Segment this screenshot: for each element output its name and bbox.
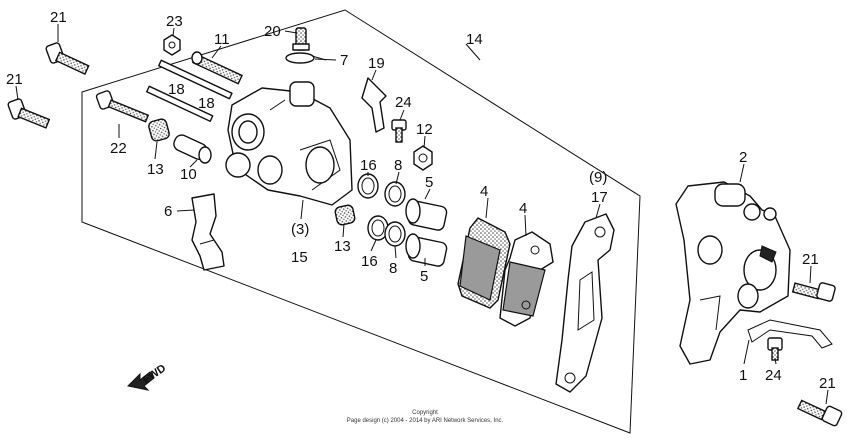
callout-4: 4 [480, 183, 488, 200]
callout-21: 21 [802, 251, 819, 268]
callout-13: 13 [334, 238, 351, 255]
callout-24: 24 [765, 367, 782, 384]
seal-8-lower [384, 221, 406, 247]
bleeder-cap-7 [285, 52, 327, 64]
seal-16-upper [357, 173, 379, 199]
callout-labels: 21 21 23 11 20 7 14 19 18 18 22 13 10 24… [6, 9, 836, 392]
callout-23: 23 [166, 13, 183, 30]
callout-21: 21 [50, 9, 67, 26]
brake-pad-4-inner [499, 231, 554, 327]
bolt-22 [95, 90, 150, 123]
callout-22: 22 [110, 140, 127, 157]
callout-16: 16 [361, 253, 378, 270]
copyright-line-1: Copyright [412, 410, 438, 416]
caliper-assembly-2 [675, 181, 791, 365]
fwd-label: FWD [141, 362, 168, 386]
bolt-24-lower [767, 337, 783, 361]
spring-clip-1 [747, 319, 833, 349]
piston-5-lower [405, 233, 448, 267]
piston-5-upper [405, 198, 448, 231]
bolt-21-bottom-right [796, 399, 843, 427]
pin-18-upper [158, 59, 233, 100]
pin-11 [191, 51, 243, 85]
callout-5: 5 [420, 268, 428, 285]
callout-20: 20 [264, 23, 281, 40]
callout-13: 13 [147, 161, 164, 178]
callout-5: 5 [425, 174, 433, 191]
callout-15: 15 [291, 249, 308, 266]
bleeder-screw-20 [292, 27, 310, 51]
callout-10: 10 [180, 166, 197, 183]
callout-12: 12 [416, 121, 433, 138]
callout-21: 21 [6, 71, 23, 88]
caliper-bracket-17 [555, 213, 615, 393]
brake-pad-4-outer [457, 217, 511, 309]
callout-18: 18 [198, 95, 215, 112]
nut-12 [413, 145, 433, 171]
caliper-body-3 [225, 81, 353, 206]
nut-23 [163, 34, 181, 56]
leader-lines [15, 24, 829, 405]
copyright-line-2: Page design (c) 2004 - 2014 by ARI Netwo… [347, 418, 504, 424]
pin-18-lower [146, 85, 214, 123]
callout-17: 17 [591, 189, 608, 206]
bracket-6 [191, 193, 225, 271]
callout-24: 24 [395, 94, 412, 111]
bolt-21-left [7, 98, 51, 129]
callout-11: 11 [214, 31, 230, 48]
callout-19: 19 [368, 55, 385, 72]
callout-21: 21 [819, 375, 836, 392]
clip-19 [361, 77, 387, 133]
forward-direction-arrow: FWD [126, 362, 168, 391]
callout-3: (3) [291, 221, 309, 238]
callout-4: 4 [519, 200, 527, 217]
sleeve-10 [173, 134, 212, 164]
assembly-outline [81, 9, 641, 434]
callout-6: 6 [164, 203, 172, 220]
bolt-21-top-left [45, 42, 90, 75]
callout-8: 8 [389, 260, 397, 277]
callout-2: 2 [739, 149, 747, 166]
callout-9: (9) [589, 169, 607, 186]
callout-8: 8 [394, 157, 402, 174]
boot-13-upper [148, 118, 170, 142]
callout-18: 18 [168, 81, 185, 98]
callout-16: 16 [360, 157, 377, 174]
callout-7: 7 [340, 52, 348, 69]
boot-13-lower [334, 204, 356, 226]
callout-1: 1 [739, 367, 747, 384]
bolt-24-upper [391, 119, 407, 143]
callout-14: 14 [466, 31, 483, 48]
bolt-21-right [791, 282, 836, 302]
seal-8-upper [384, 181, 406, 207]
